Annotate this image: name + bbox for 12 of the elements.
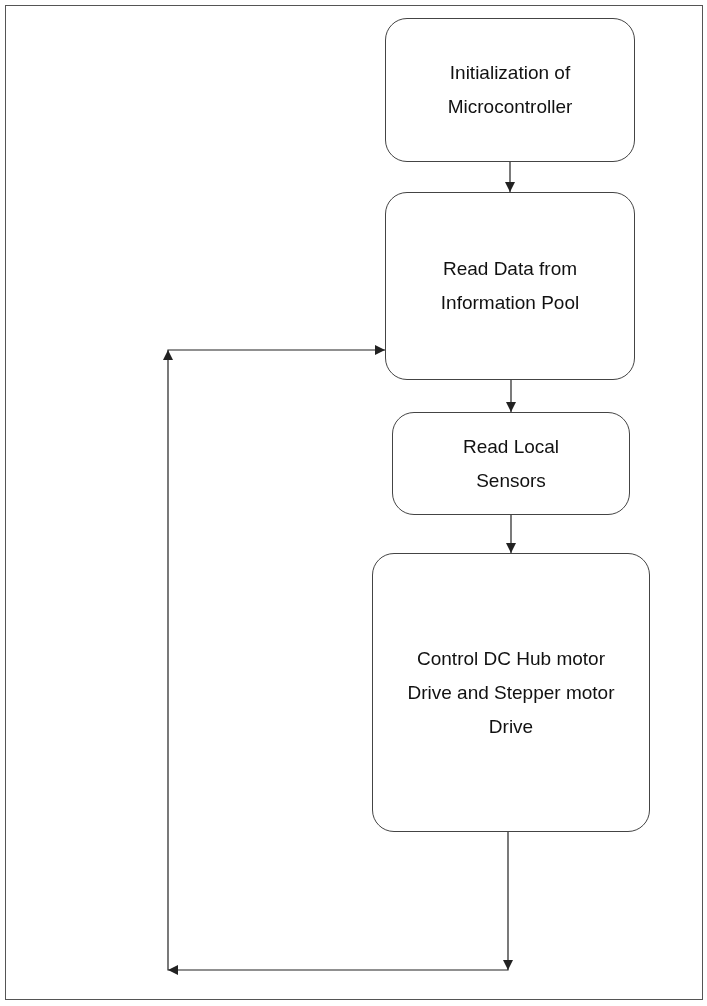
step-text: Read Local Sensors — [461, 434, 561, 493]
arrow — [506, 514, 516, 554]
arrow — [506, 379, 516, 413]
process-box — [372, 553, 650, 832]
process-box — [385, 18, 635, 162]
process-box — [385, 192, 635, 380]
arrow — [505, 161, 515, 193]
step-text: Control DC Hub motor Drive and Stepper motor Drive — [406, 646, 616, 739]
loop-arrow — [163, 345, 513, 975]
process-box — [392, 412, 630, 515]
step-text: Initialization of Microcontroller — [446, 61, 574, 119]
step-text: Read Data from Information Pool — [439, 257, 581, 315]
